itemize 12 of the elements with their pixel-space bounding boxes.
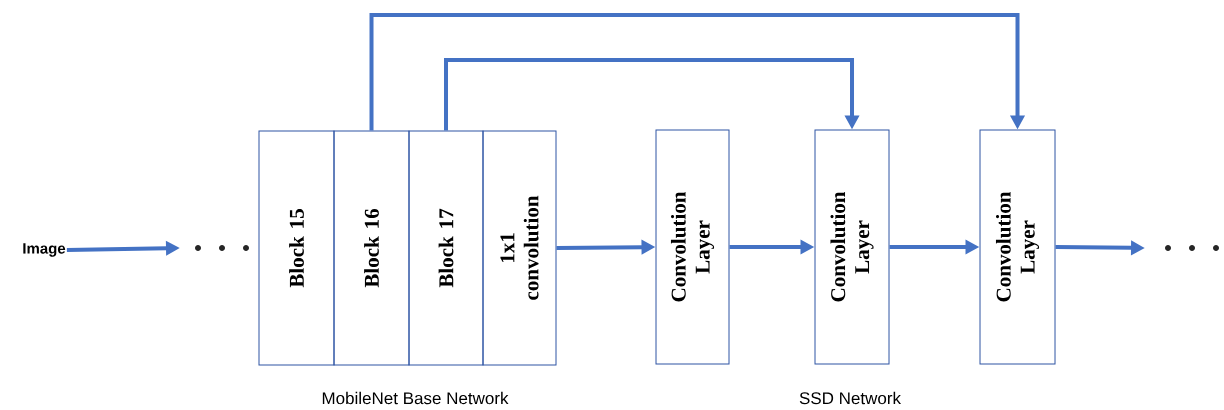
arrow (444, 58, 860, 131)
block-box: Block 17 (408, 130, 484, 366)
block-box: Block 15 (258, 130, 335, 366)
caption: SSD Network (799, 391, 902, 405)
block-box: 1x1 convolution (482, 130, 557, 366)
layer-box: Convolution Layer (814, 129, 890, 365)
arrow (369, 13, 1026, 131)
layer-box: Convolution Layer (979, 129, 1056, 365)
caption: MobileNet Base Network (322, 391, 509, 405)
input-label: Image (23, 243, 66, 257)
layer-box: Convolution Layer (655, 129, 730, 365)
block-box: Block 16 (333, 130, 410, 366)
